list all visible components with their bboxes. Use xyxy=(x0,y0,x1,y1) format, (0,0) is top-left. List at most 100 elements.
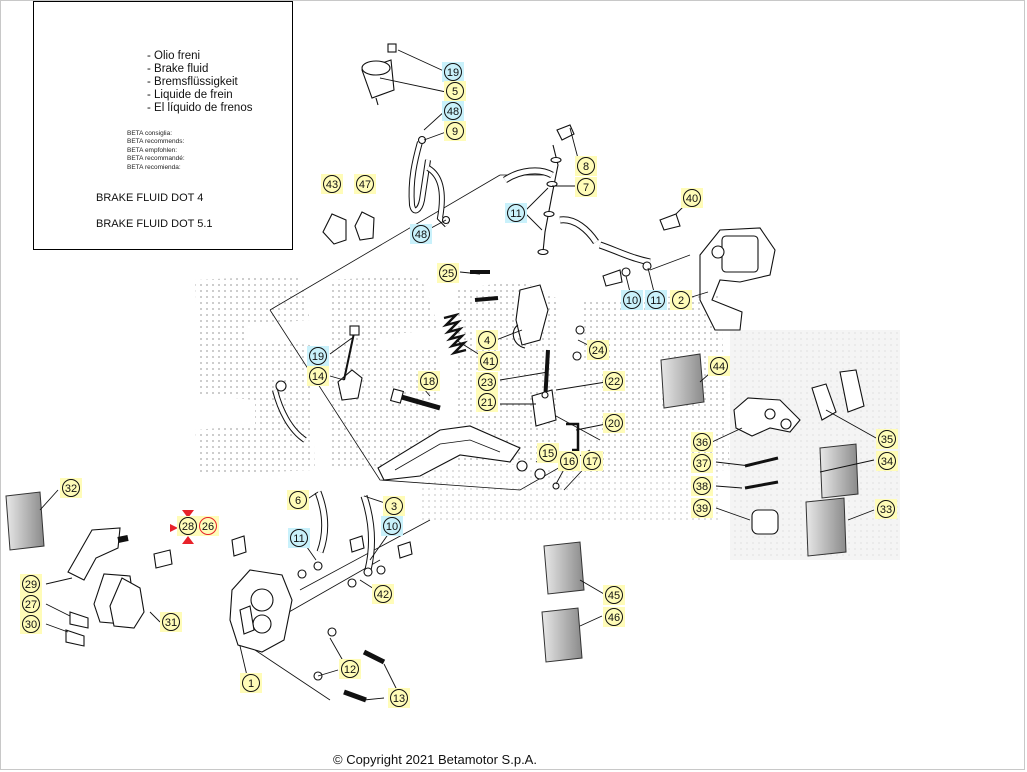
fluid-name: - Liquide de frein xyxy=(147,89,233,101)
callout-highlight xyxy=(339,659,361,679)
callout-number: 11 xyxy=(293,533,304,545)
callout-highlight xyxy=(476,372,498,392)
callout-number: 13 xyxy=(393,693,405,705)
callout-ring xyxy=(444,63,462,81)
callout-ring xyxy=(480,352,498,370)
callout-number: 19 xyxy=(312,351,324,363)
callout-number: 43 xyxy=(326,179,338,191)
callout-ring xyxy=(693,454,711,472)
callout-number: 46 xyxy=(608,612,620,624)
callout-highlight xyxy=(558,451,580,471)
callout-highlight xyxy=(20,614,42,634)
callout-number: 7 xyxy=(583,182,589,194)
callout-3: 3 xyxy=(383,496,405,516)
callout-number: 1 xyxy=(248,678,254,690)
callout-number: 21 xyxy=(481,397,493,409)
callout-number: 16 xyxy=(563,456,575,468)
callout-16: 16 xyxy=(558,451,580,471)
callout-ring xyxy=(356,175,374,193)
callout-highlight xyxy=(603,371,625,391)
callout-ring xyxy=(290,529,308,547)
callout-31: 31 xyxy=(160,612,182,632)
callout-number: 40 xyxy=(686,193,698,205)
callout-highlight xyxy=(691,498,713,518)
callout-28: 28 xyxy=(177,516,199,536)
callout-highlight xyxy=(876,451,898,471)
callout-42: 42 xyxy=(372,584,394,604)
callout-ring xyxy=(22,575,40,593)
callout-number: 33 xyxy=(880,504,892,516)
callout-number: 8 xyxy=(583,161,589,173)
callout-11: 11 xyxy=(645,290,667,310)
callout-number: 48 xyxy=(415,229,427,241)
callout-20: 20 xyxy=(603,413,625,433)
callout-ring xyxy=(439,264,457,282)
callout-ring xyxy=(507,204,525,222)
callout-number: 25 xyxy=(442,268,454,280)
callout-5: 5 xyxy=(444,81,466,101)
callout-47: 47 xyxy=(354,174,376,194)
callout-highlight xyxy=(476,330,498,350)
callout-ring xyxy=(878,452,896,470)
callout-highlight xyxy=(876,429,898,449)
callout-44: 44 xyxy=(708,356,730,376)
copyright-notice: © Copyright 2021 Betamotor S.p.A. xyxy=(333,752,537,767)
callout-highlight xyxy=(307,346,329,366)
callout-highlight xyxy=(875,499,897,519)
callout-15: 15 xyxy=(537,443,559,463)
callout-14: 14 xyxy=(307,366,329,386)
callout-highlight xyxy=(197,516,219,536)
callout-number: 47 xyxy=(359,179,371,191)
callout-highlight xyxy=(442,62,464,82)
recommend-line: BETA recommends: xyxy=(127,138,185,146)
fluid-names-list: - Olio freni - Brake fluid - Bremsflüssi… xyxy=(147,50,252,115)
callout-highlight xyxy=(354,174,376,194)
callout-highlight xyxy=(621,290,643,310)
callout-highlight xyxy=(20,594,42,614)
callout-ring xyxy=(162,613,180,631)
callout-13: 13 xyxy=(388,688,410,708)
dot4-label: BRAKE FLUID DOT 4 xyxy=(96,192,204,204)
callout-26: 26 xyxy=(197,516,219,536)
callout-highlight xyxy=(603,585,625,605)
callout-highlight xyxy=(670,290,692,310)
callout-ring xyxy=(242,674,260,692)
recommend-line: BETA empfohlen: xyxy=(127,146,178,154)
callout-number: 29 xyxy=(25,579,37,591)
callout-ring xyxy=(341,660,359,678)
callout-12: 12 xyxy=(339,659,361,679)
callout-number: 24 xyxy=(592,345,604,357)
callout-36: 36 xyxy=(691,432,713,452)
callout-number: 10 xyxy=(626,295,638,307)
callout-ring xyxy=(412,225,430,243)
callout-number: 31 xyxy=(165,617,177,629)
callout-highlight xyxy=(410,224,432,244)
callout-21: 21 xyxy=(476,392,498,412)
red-selection-marker-icon xyxy=(170,510,194,544)
callout-highlight xyxy=(537,443,559,463)
callout-ring xyxy=(693,433,711,451)
callout-highlight xyxy=(603,413,625,433)
callout-27: 27 xyxy=(20,594,42,614)
callout-41: 41 xyxy=(478,351,500,371)
callout-number: 32 xyxy=(65,483,77,495)
callout-ring xyxy=(672,291,690,309)
callout-37: 37 xyxy=(691,453,713,473)
callout-ring xyxy=(446,122,464,140)
callout-highlight xyxy=(444,81,466,101)
callout-29: 29 xyxy=(20,574,42,594)
callout-24: 24 xyxy=(587,340,609,360)
callout-ring xyxy=(577,178,595,196)
recommend-line: BETA recommandé: xyxy=(127,155,185,163)
callout-highlight xyxy=(708,356,730,376)
callout-number: 48 xyxy=(447,106,459,118)
callout-highlight xyxy=(20,574,42,594)
callout-number: 11 xyxy=(650,295,661,307)
callout-number: 15 xyxy=(542,448,554,460)
callout-highlight xyxy=(388,688,410,708)
callout-number: 23 xyxy=(481,377,493,389)
callout-highlight xyxy=(581,451,603,471)
callout-highlight xyxy=(444,121,466,141)
